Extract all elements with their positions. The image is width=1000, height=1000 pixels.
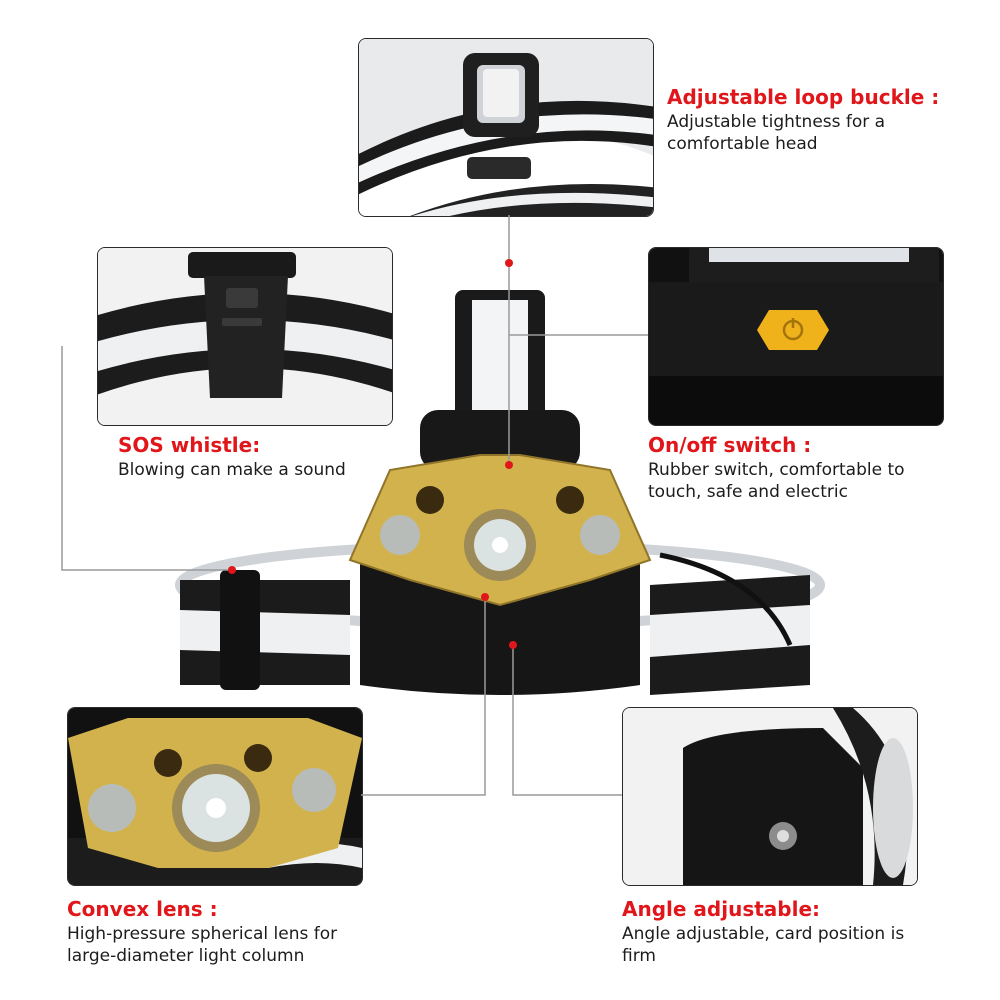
angle-title: Angle adjustable:	[622, 897, 821, 921]
buckle-caption: Adjustable loop buckle : Adjustable tigh…	[667, 85, 939, 155]
angle-description: Angle adjustable, card position is firm	[622, 923, 904, 967]
angle-caption: Angle adjustable: Angle adjustable, card…	[622, 897, 904, 967]
angle-illustration	[623, 708, 917, 885]
lens-detail-photo	[67, 707, 363, 886]
buckle-illustration	[359, 39, 653, 216]
lens-title: Convex lens :	[67, 897, 218, 921]
switch-detail-photo	[648, 247, 944, 426]
headlamp-illustration	[175, 290, 825, 695]
buckle-description-line2: comfortable head	[667, 134, 818, 154]
buckle-description: Adjustable tightness for a comfortable h…	[667, 111, 939, 155]
switch-description: Rubber switch, comfortable to touch, saf…	[648, 459, 905, 503]
lens-description-line2: large-diameter light column	[67, 946, 305, 966]
buckle-title: Adjustable loop buckle :	[667, 85, 940, 109]
lens-illustration	[68, 708, 362, 885]
buckle-detail-photo	[358, 38, 654, 217]
angle-description-line2: firm	[622, 946, 656, 966]
angle-detail-photo	[622, 707, 918, 886]
screw-icon	[769, 822, 797, 850]
headlamp-product-photo	[160, 285, 840, 705]
lens-description-line1: High-pressure spherical lens for	[67, 924, 338, 944]
switch-description-line1: Rubber switch, comfortable to	[648, 460, 905, 480]
angle-description-line1: Angle adjustable, card position is	[622, 924, 905, 944]
switch-description-line2: touch, safe and electric	[648, 482, 848, 502]
led-icon	[172, 764, 260, 852]
lens-description: High-pressure spherical lens for large-d…	[67, 923, 337, 967]
lens-caption: Convex lens : High-pressure spherical le…	[67, 897, 337, 967]
switch-title: On/off switch :	[648, 433, 812, 457]
switch-caption: On/off switch : Rubber switch, comfortab…	[648, 433, 905, 503]
switch-illustration	[649, 248, 943, 425]
power-icon	[757, 310, 829, 350]
buckle-description-line1: Adjustable tightness for a	[667, 112, 886, 132]
